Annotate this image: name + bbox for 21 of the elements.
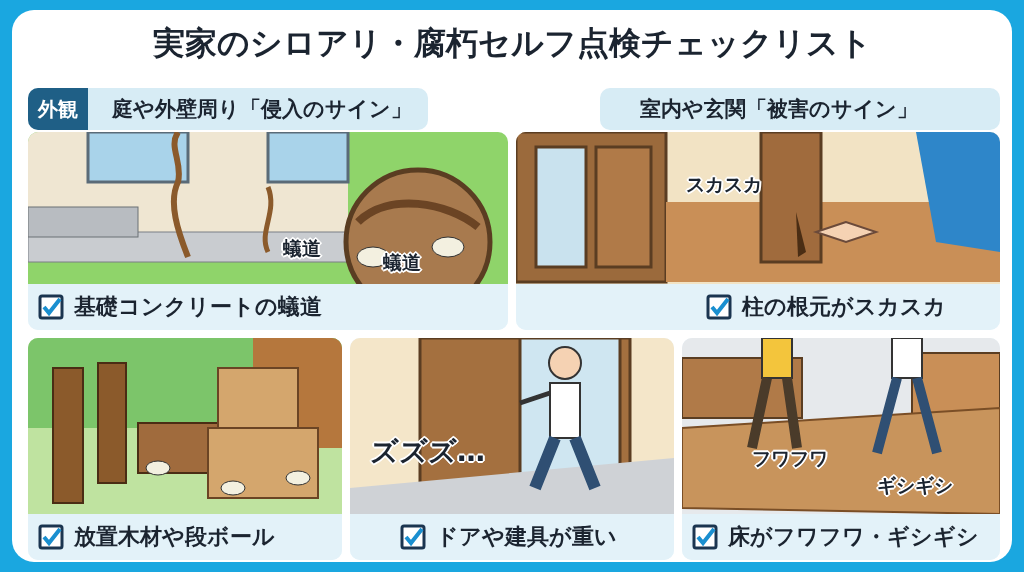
- caption-text: 柱の根元がスカスカ: [742, 293, 946, 321]
- caption-text: 基礎コンクリートの蟻道: [74, 293, 322, 321]
- sound-label: 蟻道: [383, 250, 421, 275]
- illustration-panel: [28, 132, 508, 330]
- section-header: [600, 88, 1000, 130]
- section-header: [28, 88, 428, 130]
- title: 実家のシロアリ・腐朽セルフ点検チェックリスト: [151, 23, 873, 64]
- sound-label: ギシギシ: [877, 473, 953, 498]
- sound-label: 蟻道: [283, 236, 321, 261]
- sound-label: フワフワ: [752, 446, 828, 471]
- caption-text: ドアや建具が重い: [436, 523, 617, 551]
- section-title: 室内や玄関「被害のサイン」: [640, 96, 918, 123]
- section-title: 庭や外壁周り「侵入のサイン」: [112, 96, 412, 123]
- illustration-panel: [682, 338, 1000, 560]
- sound-label: スカスカ: [686, 172, 762, 197]
- illustration-panel: [516, 132, 1000, 330]
- illustration-panel: [350, 338, 674, 560]
- caption-text: 床がフワフワ・ギシギシ: [728, 523, 979, 551]
- caption-text: 放置木材や段ボール: [74, 523, 275, 551]
- section-tag: 外観: [28, 88, 88, 130]
- illustration-panel: [28, 338, 342, 560]
